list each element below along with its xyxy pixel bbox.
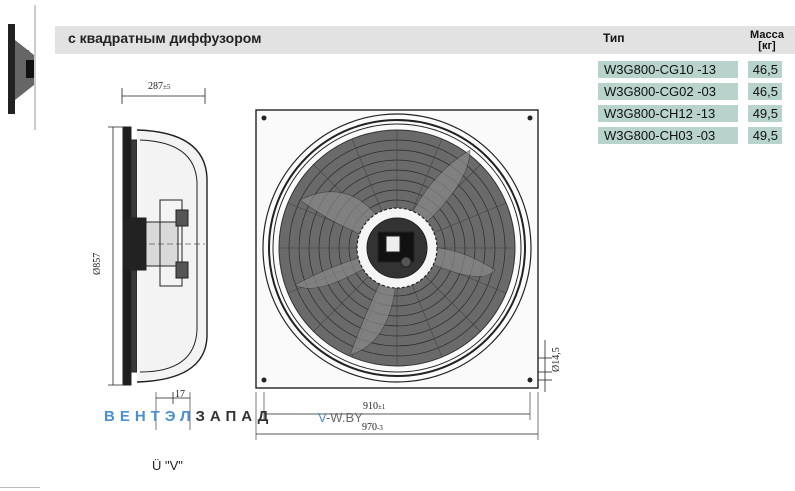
dim-inner-width: 910±1 [363, 401, 386, 412]
watermark-logo: ВЕНТЭЛЗАПАД [104, 408, 274, 425]
dim-diameter: Ø857 [92, 252, 103, 275]
section-title: с квадратным диффузором [68, 30, 262, 46]
fan-thumbnail-icon [8, 5, 36, 130]
model-name: W3G800-CG02 -03 [598, 83, 738, 100]
view-label: Ü "V" [152, 458, 183, 473]
column-header-type: Тип [603, 31, 625, 45]
divider [0, 487, 40, 488]
column-header-mass: Масса [кг] [746, 30, 788, 52]
dim-outer-width: 970-3 [362, 422, 383, 433]
model-name: W3G800-CH12 -13 [598, 105, 738, 122]
model-mass: 46,5 [748, 83, 782, 100]
dim-depth: 287±5 [148, 81, 171, 92]
model-mass: 49,5 [748, 105, 782, 122]
model-name: W3G800-CG10 -13 [598, 61, 738, 78]
watermark-site: V-W.BY [318, 410, 363, 425]
side-view [108, 88, 208, 430]
front-view [255, 109, 552, 440]
header-bar [55, 26, 795, 54]
mass-unit: [кг] [758, 40, 776, 52]
model-mass: 49,5 [748, 127, 782, 144]
model-name: W3G800-CH03 -03 [598, 127, 738, 144]
model-mass: 46,5 [748, 61, 782, 78]
dim-hole: Ø14,5 [551, 347, 562, 372]
mass-label: Масса [750, 29, 784, 41]
dim-offset: 17 [175, 389, 185, 400]
